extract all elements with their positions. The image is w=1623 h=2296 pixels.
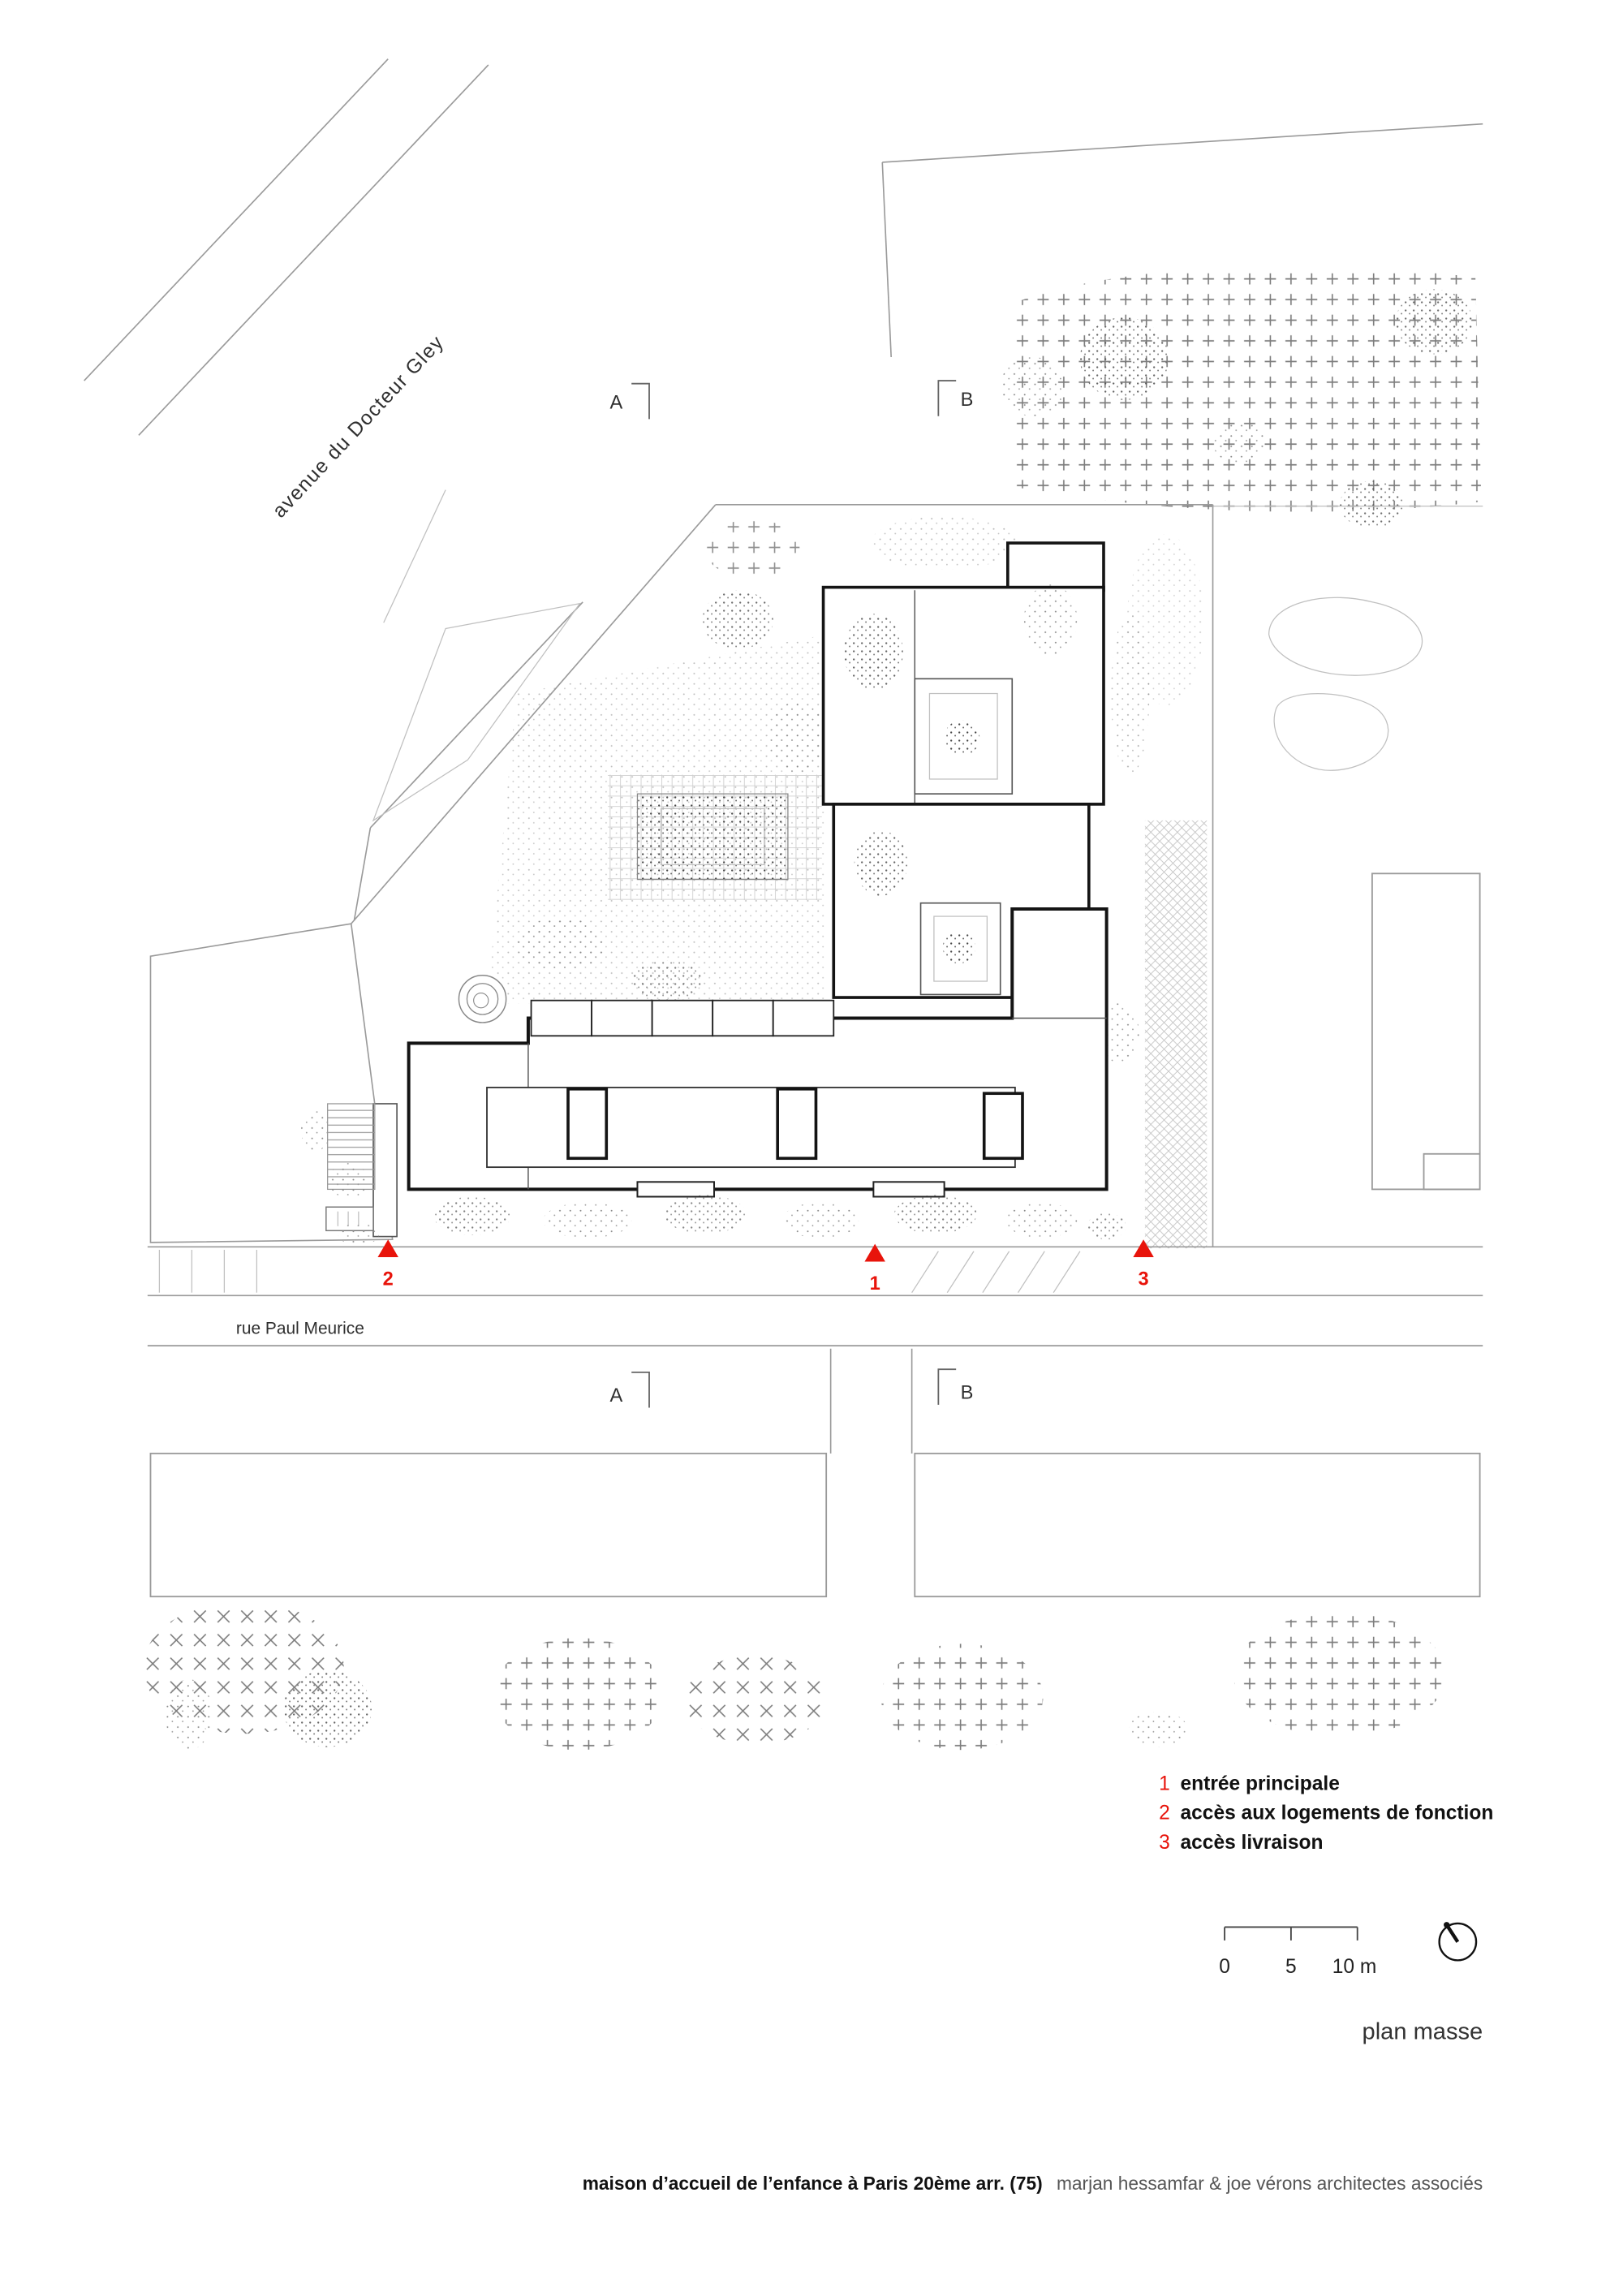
section-markers-top: A B	[610, 380, 974, 420]
entrance-markers: 1 2 3	[377, 1239, 1154, 1294]
section-a-top: A	[610, 393, 623, 414]
marker-2-number: 2	[383, 1269, 394, 1290]
main-building	[407, 907, 1109, 1198]
footer-title: maison d’accueil de l’enfance à Paris 20…	[583, 2173, 1483, 2194]
footer-project: maison d’accueil de l’enfance à Paris 20…	[583, 2173, 1043, 2194]
legend: 1 entrée principale 2 accès aux logement…	[1159, 1773, 1493, 1854]
marker-1-number: 1	[870, 1273, 880, 1294]
section-markers-bottom: A B	[610, 1368, 974, 1408]
yard-textures	[487, 516, 1208, 1249]
south-vegetation	[143, 1600, 1446, 1751]
marker-3-triangle	[1133, 1239, 1154, 1258]
rue-paul-meurice: rue Paul Meurice	[147, 1246, 1483, 1454]
marker-2-triangle	[377, 1239, 398, 1258]
neighbor-building-east	[1371, 872, 1481, 1191]
legend-2-label: accès aux logements de fonction	[1181, 1803, 1494, 1824]
site-boundary	[149, 503, 1483, 1247]
legend-1-label: entrée principale	[1181, 1773, 1340, 1794]
scale-bar: 0 5 10 m	[1219, 1926, 1377, 1978]
plan-caption: plan masse	[1363, 2019, 1483, 2045]
legend-3-label: accès livraison	[1181, 1832, 1324, 1854]
sidewalk-trees	[338, 1195, 1126, 1246]
avenue-label: avenue du Docteur Gley	[269, 331, 449, 522]
scale-0: 0	[1219, 1956, 1230, 1978]
scale-5: 5	[1285, 1956, 1297, 1978]
upper-parcel-lines	[881, 123, 1483, 358]
legend-2-number: 2	[1159, 1803, 1170, 1824]
footer-architects: marjan hessamfar & joe vérons architecte…	[1057, 2173, 1483, 2194]
spiral-tree	[458, 975, 507, 1023]
rue-label: rue Paul Meurice	[236, 1320, 364, 1338]
marker-1-triangle	[864, 1243, 885, 1262]
legend-1-number: 1	[1159, 1773, 1170, 1794]
south-blocks	[149, 1452, 1481, 1598]
section-a-bottom: A	[610, 1385, 623, 1406]
section-b-bottom: B	[961, 1383, 974, 1404]
park-vegetation-north	[1000, 265, 1482, 528]
section-b-top: B	[961, 390, 974, 411]
west-service-area	[300, 1103, 398, 1238]
ponds	[1268, 597, 1423, 771]
marker-3-number: 3	[1139, 1269, 1149, 1290]
legend-3-number: 3	[1159, 1832, 1170, 1854]
courtyard-buildings	[821, 541, 1105, 999]
scale-10m: 10 m	[1332, 1956, 1377, 1978]
north-arrow-icon	[1438, 1922, 1478, 1962]
